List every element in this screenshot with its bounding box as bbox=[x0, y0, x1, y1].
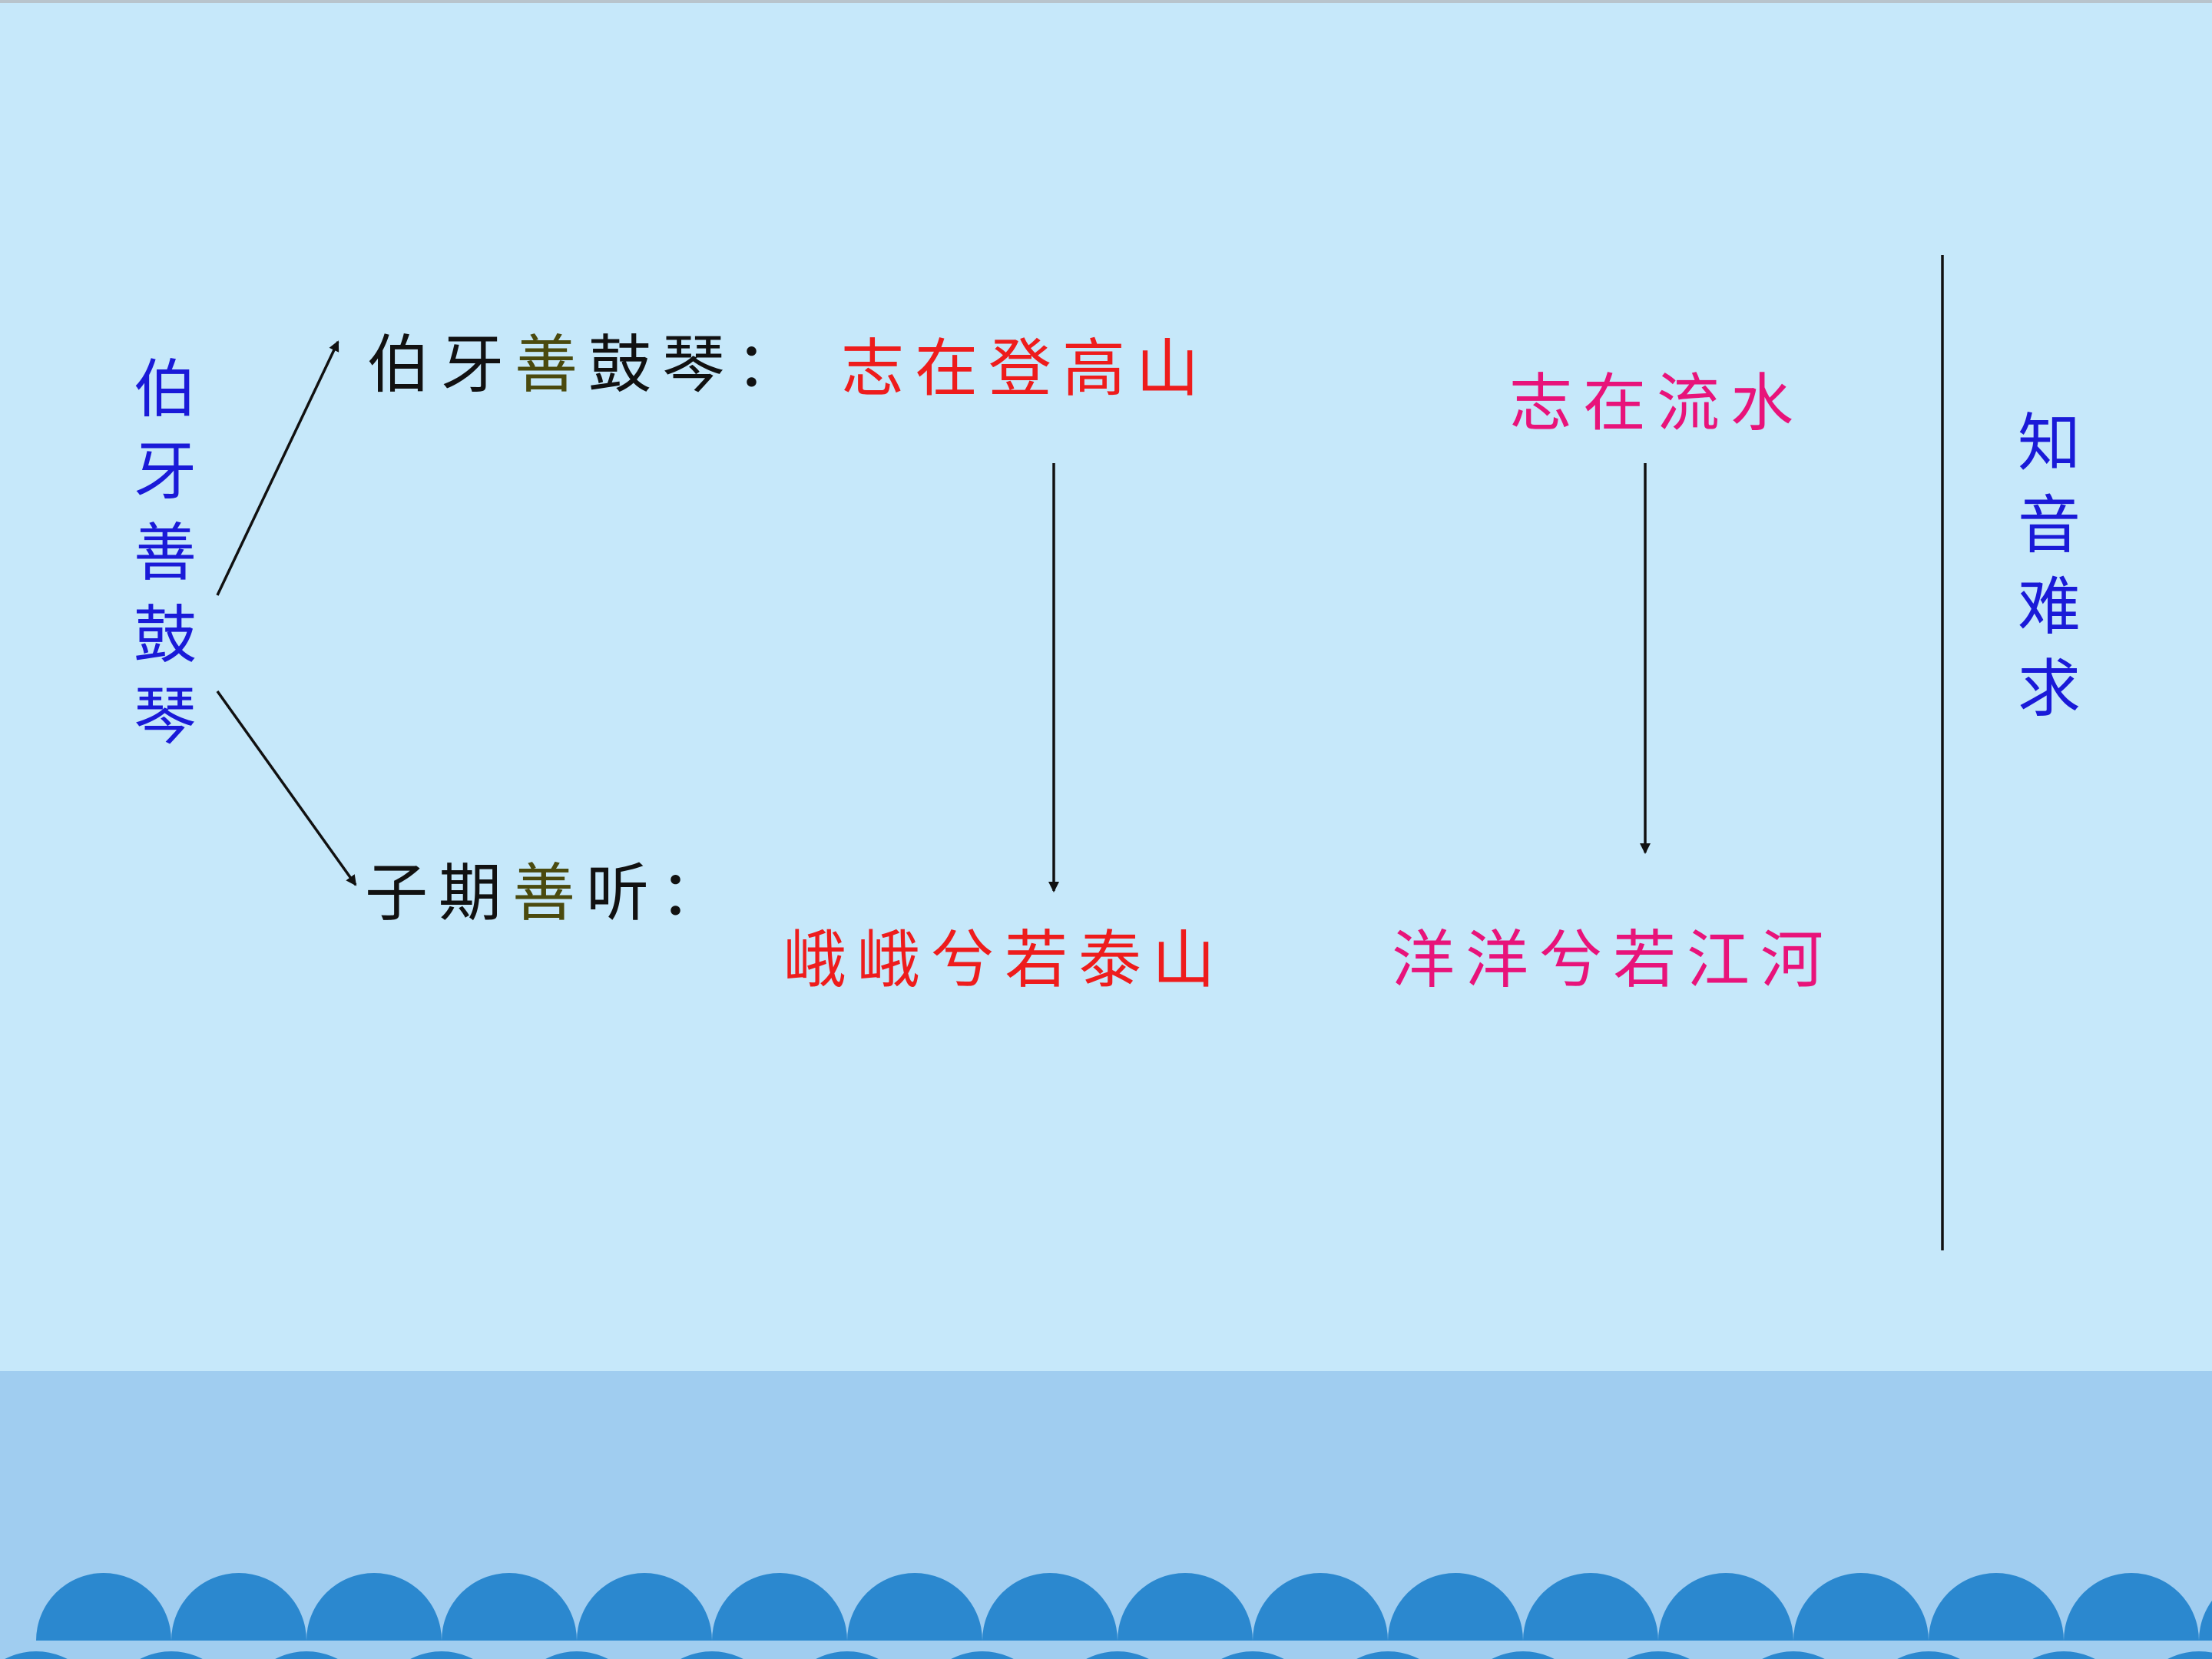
top-border-line bbox=[0, 0, 2212, 3]
wave-arc bbox=[1221, 1651, 1284, 1659]
wave-arc bbox=[1492, 1651, 1555, 1659]
wave-arc bbox=[442, 1573, 577, 1641]
wave-arc bbox=[951, 1651, 1014, 1659]
wave-arc bbox=[140, 1651, 203, 1659]
wave-arc bbox=[1658, 1573, 1793, 1641]
boya-prefix: 伯牙 bbox=[367, 329, 515, 402]
wave-arc bbox=[2167, 1651, 2212, 1659]
boya-line: 伯牙善鼓琴： bbox=[367, 334, 810, 397]
mountain-response: 峨峨兮若泰山 bbox=[783, 924, 1227, 997]
right-vertical-title: 知音难求 bbox=[2017, 407, 2081, 726]
wave-arc bbox=[1253, 1573, 1388, 1641]
wave-arc bbox=[171, 1573, 306, 1641]
wave-arc bbox=[36, 1573, 171, 1641]
wave-arc bbox=[982, 1573, 1118, 1641]
wave-arc bbox=[1086, 1651, 1149, 1659]
wave-arc bbox=[1356, 1651, 1419, 1659]
wave-arc bbox=[1897, 1651, 1960, 1659]
wave-arc bbox=[2199, 1601, 2212, 1641]
wave-arc bbox=[5, 1651, 68, 1659]
wave-arc bbox=[1523, 1573, 1658, 1641]
ziqi-emphasis: 善 bbox=[512, 857, 587, 930]
water-intent: 志在流水 bbox=[1509, 367, 1805, 440]
wave-arc bbox=[1627, 1651, 1690, 1659]
boya-suffix: 鼓琴： bbox=[588, 329, 810, 402]
mountain-intent: 志在登高山 bbox=[841, 333, 1210, 406]
ziqi-suffix: 听： bbox=[586, 857, 734, 930]
wave-arc bbox=[1118, 1573, 1253, 1641]
wave-arc bbox=[545, 1651, 608, 1659]
wave-arc bbox=[1388, 1573, 1523, 1641]
wave-arc bbox=[680, 1651, 743, 1659]
left-vertical-title: 伯牙善鼓琴 bbox=[133, 353, 197, 754]
ziqi-prefix: 子期 bbox=[365, 857, 513, 930]
wave-row-front bbox=[5, 1651, 2212, 1659]
ziqi-line: 子期善听： bbox=[365, 863, 733, 926]
wave-row-back bbox=[36, 1573, 2212, 1641]
wave-arc bbox=[816, 1651, 879, 1659]
wave-arc bbox=[577, 1573, 712, 1641]
wave-arc bbox=[306, 1573, 442, 1641]
boya-emphasis: 善 bbox=[515, 329, 589, 402]
wave-arc bbox=[1793, 1573, 1929, 1641]
water-response: 洋洋兮若江河 bbox=[1392, 924, 1835, 997]
wave-arc bbox=[712, 1573, 847, 1641]
wave-arc bbox=[410, 1651, 473, 1659]
wave-arc bbox=[2032, 1651, 2095, 1659]
wave-arc bbox=[1762, 1651, 1825, 1659]
wave-arc bbox=[2064, 1573, 2199, 1641]
branch-arrow-down bbox=[216, 690, 357, 886]
wave-arc bbox=[275, 1651, 338, 1659]
wave-arc bbox=[1929, 1573, 2064, 1641]
branch-arrow-up bbox=[216, 340, 339, 596]
wave-arc bbox=[847, 1573, 982, 1641]
